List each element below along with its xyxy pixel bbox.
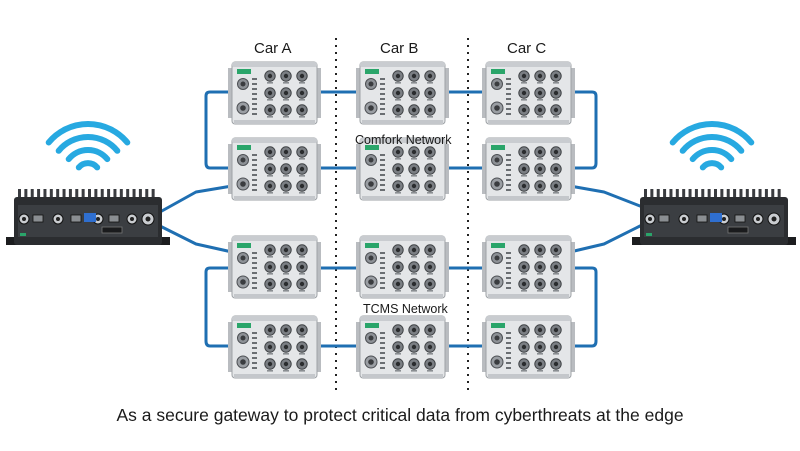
ethernet-switch-icon	[228, 235, 321, 299]
comfork-network-label: Comfork Network	[355, 133, 452, 147]
ethernet-switch-icon	[482, 61, 575, 125]
ethernet-switch-icon	[356, 137, 449, 201]
ethernet-switch-icon	[228, 137, 321, 201]
edge-gateway-left	[6, 189, 170, 245]
link-gateway-right-upper	[568, 184, 642, 208]
link-lower-ring-left	[204, 266, 234, 348]
caption: As a secure gateway to protect critical …	[116, 405, 684, 425]
network-links	[158, 90, 642, 348]
ethernet-switch-icon	[228, 315, 321, 379]
tcms-network-label: TCMS Network	[363, 302, 448, 316]
ethernet-switch-icon	[482, 315, 575, 379]
link-gateway-right-lower	[568, 224, 642, 254]
link-gateway-left-upper	[158, 184, 234, 214]
link-gateway-left-lower	[158, 224, 234, 254]
ethernet-switch-icon	[228, 61, 321, 125]
ethernet-switch-icon	[482, 235, 575, 299]
wifi-signal-icon-right	[669, 121, 755, 171]
ethernet-switch-icon	[356, 61, 449, 125]
car-b-label: Car B	[380, 40, 419, 57]
link-upper-ring-left	[204, 90, 234, 170]
link-lower-ring-right	[568, 266, 598, 348]
ethernet-switch-icon	[356, 235, 449, 299]
wifi-signal-icon-left	[45, 121, 131, 171]
car-a-label: Car A	[254, 40, 292, 57]
car-c-label: Car C	[507, 40, 547, 57]
gateways	[6, 189, 796, 245]
link-upper-ring-right	[568, 90, 598, 170]
ethernet-switch-icon	[482, 137, 575, 201]
edge-gateway-right	[632, 189, 796, 245]
ethernet-switch-icon	[356, 315, 449, 379]
wireless-signals	[45, 121, 755, 171]
switches	[228, 61, 575, 379]
